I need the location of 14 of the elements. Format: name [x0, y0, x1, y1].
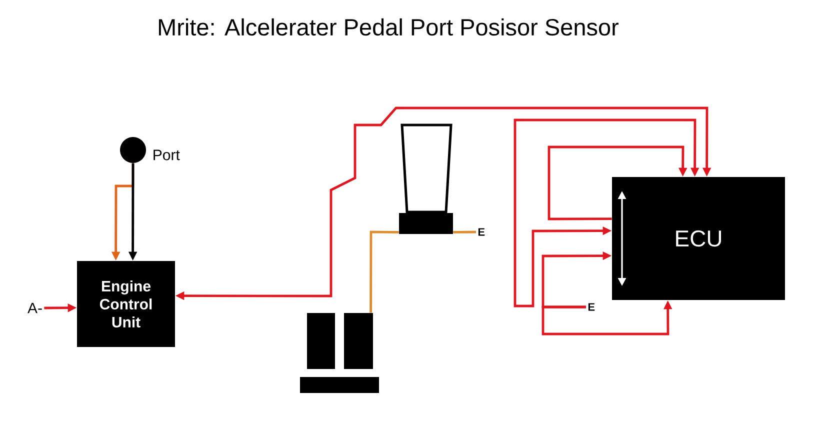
signal-label: E — [478, 228, 485, 236]
connector-line — [370, 230, 399, 313]
connector-line — [453, 230, 476, 234]
control-unit-box: ECU — [612, 177, 785, 300]
arrow — [548, 146, 688, 220]
signal-label: E — [588, 303, 595, 311]
signal-label: A- — [28, 302, 42, 314]
pedal-base-bar — [399, 213, 453, 234]
node-label: Port — [154, 150, 180, 160]
sensor-drawing — [300, 313, 379, 393]
terminal-dot — [120, 137, 146, 163]
control-unit-box: Engine Control Unit — [77, 261, 175, 347]
arrow — [514, 118, 700, 308]
title: Mrite: Alcelerater Pedal Port Posisor Sensor — [158, 18, 618, 36]
